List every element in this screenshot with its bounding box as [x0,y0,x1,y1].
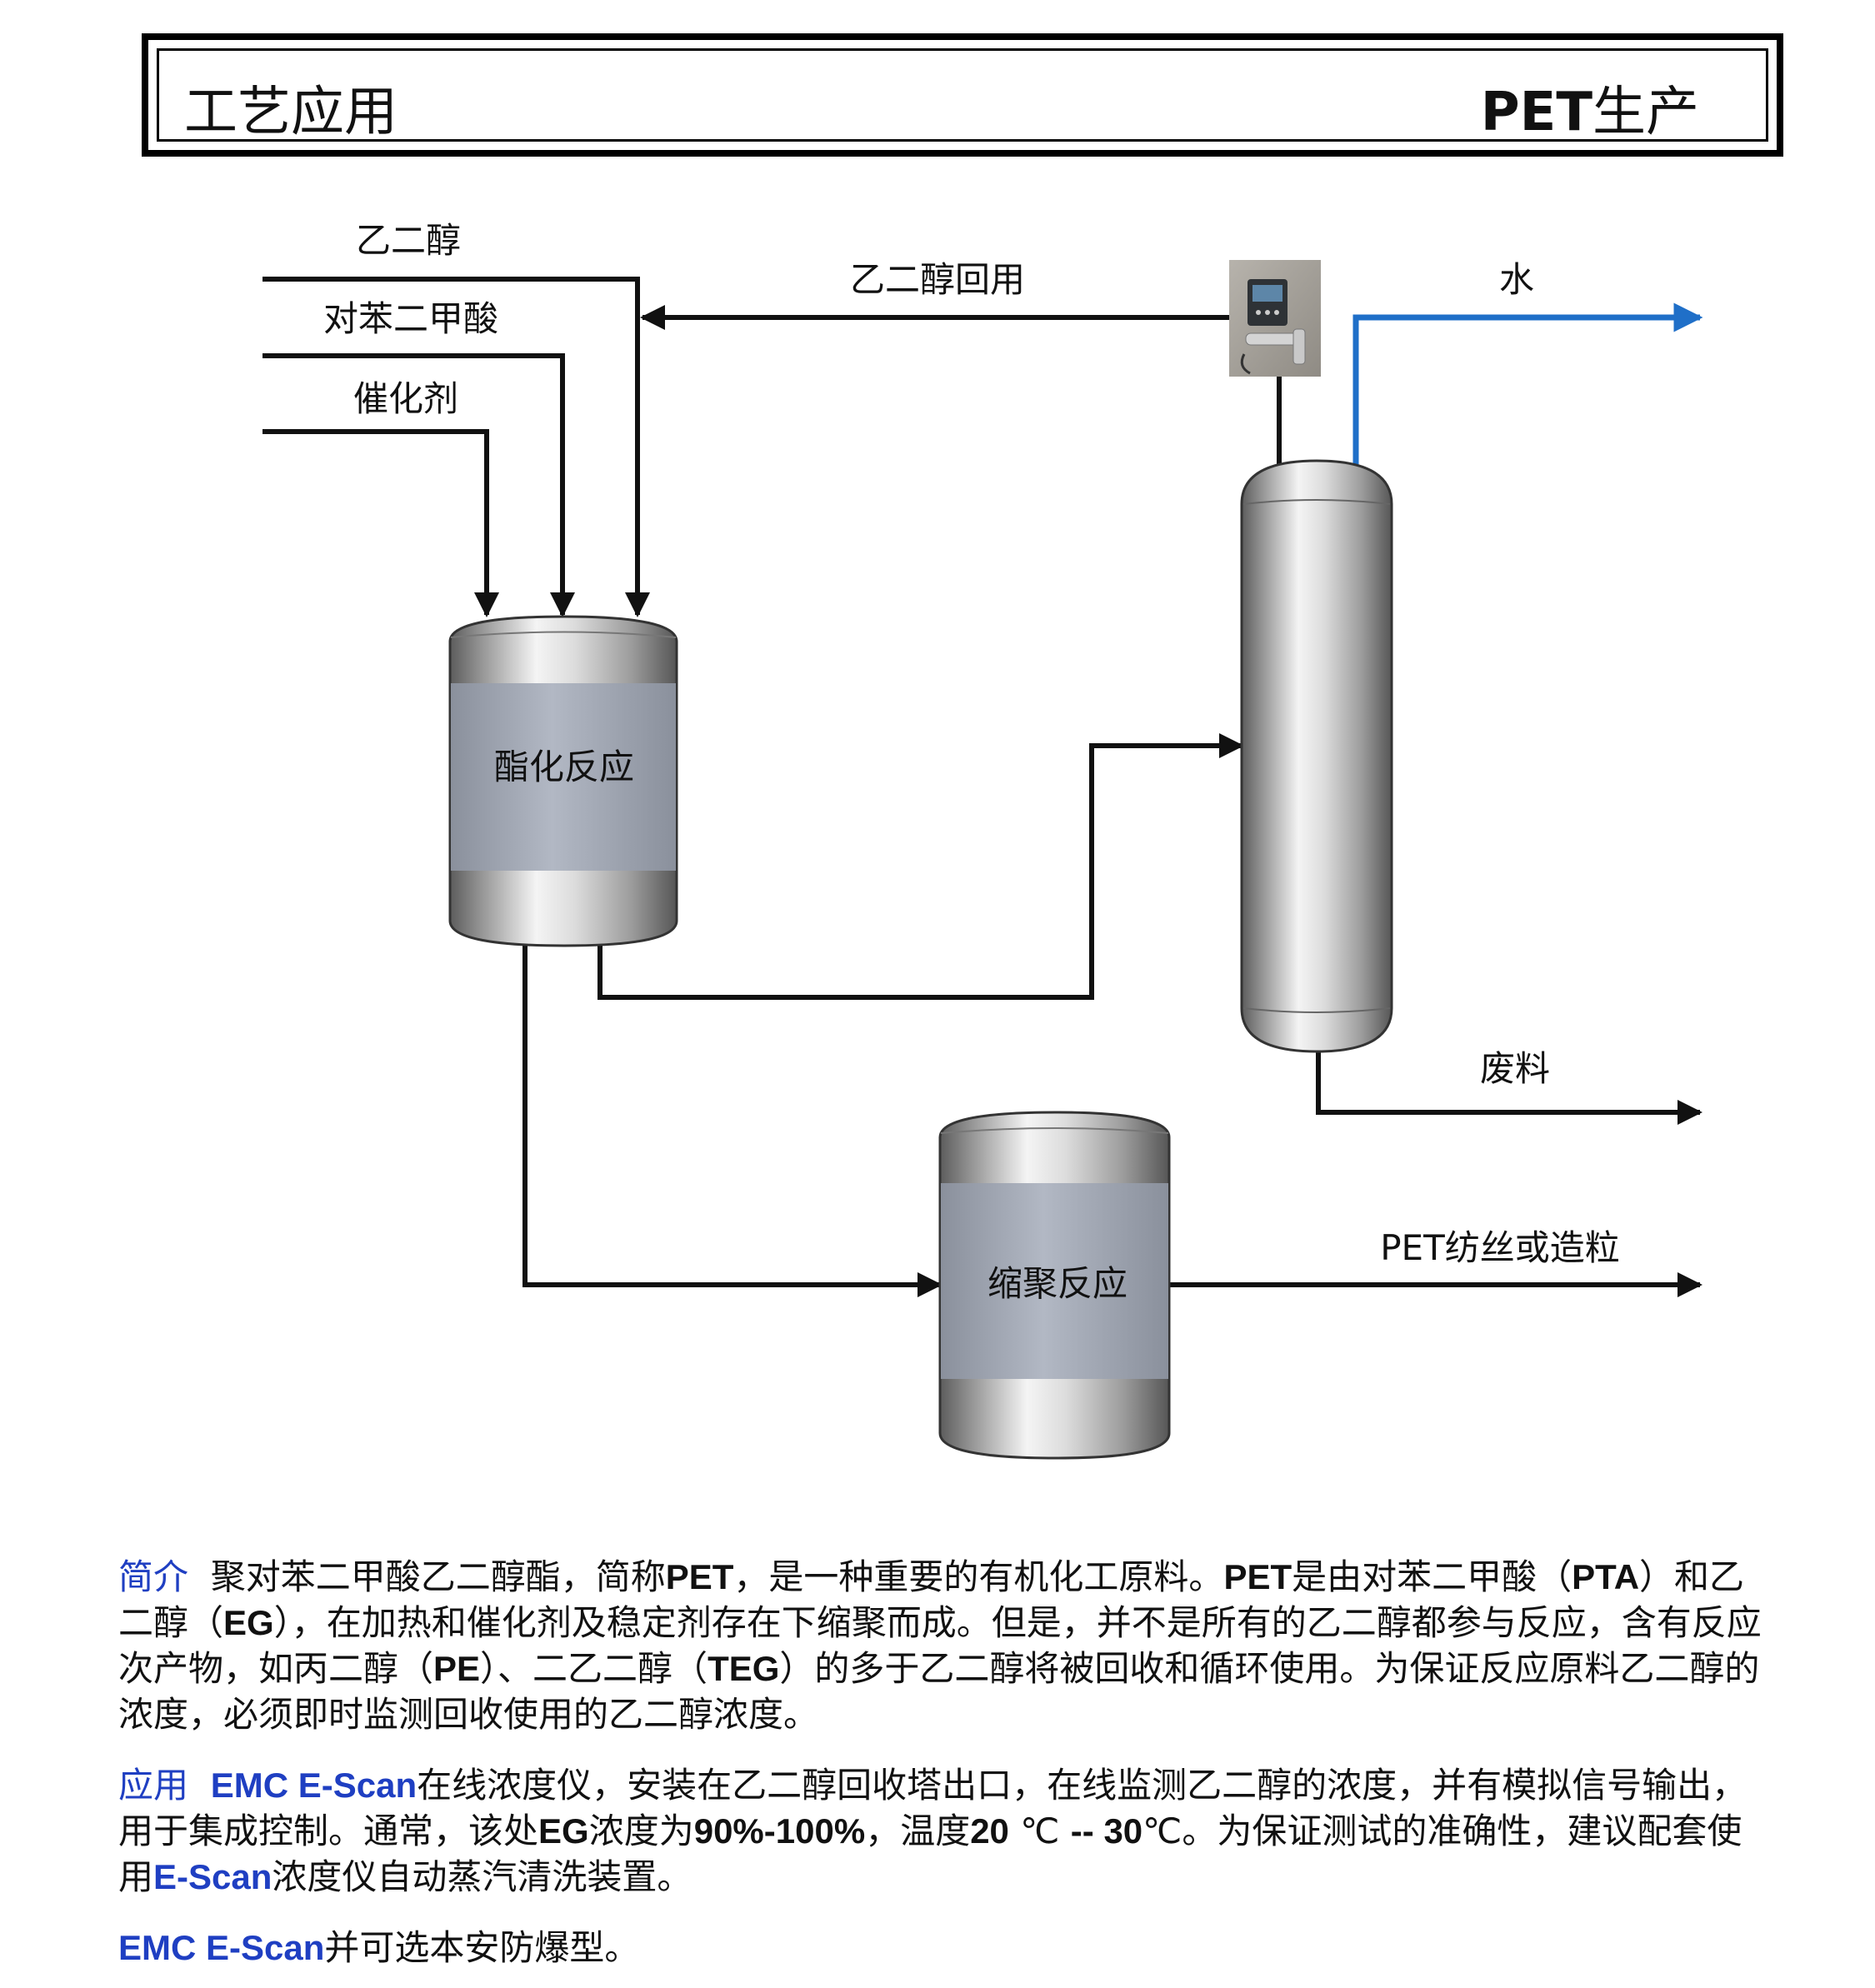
waste-label: 废料 [1480,1048,1550,1089]
ester-to-poly-line [522,944,942,1297]
note-paragraph: EMC E-Scan并可选本安防爆型。 [118,1925,1764,1971]
header-frame: 工艺应用 PET生产 [142,33,1783,157]
intro-text-4: ）和乙二醇（ [118,1556,1745,1643]
intro-bold-2: PET [1223,1557,1292,1596]
analyzer-device [1229,260,1321,377]
header-product-rest: 生产 [1592,82,1699,143]
product-label: PET纺丝或造粒 [1380,1227,1620,1268]
intro-text-2: ，是一种重要的有机化工原料。 [733,1556,1224,1597]
intro-bold-3: PTA [1572,1557,1640,1596]
application-bold-2: 90%-100% [693,1811,866,1851]
polycondensation-vessel: 缩聚反应 [938,1111,1171,1460]
feed-label-pta: 对苯二甲酸 [323,298,498,339]
application-bold-3: 20 [970,1811,1009,1851]
application-brand: EMC E-Scan [210,1766,418,1805]
application-text-4: ℃ [1008,1811,1071,1851]
water-line [1352,302,1703,467]
intro-text-3: 是由对苯二甲酸（ [1292,1556,1572,1597]
recycle-label: 乙二醇回用 [850,259,1025,300]
feed-line-pta [262,353,575,617]
feed-line-eg [262,277,650,617]
intro-bold-4: EG [223,1603,274,1642]
water-label: 水 [1499,259,1534,300]
feed-line-catalyst [262,429,499,617]
esterification-label: 酯化反应 [494,747,634,787]
header-inner-frame: 工艺应用 PET生产 [157,48,1768,143]
note-text: 并可选本安防爆型。 [324,1927,640,1968]
ester-to-column-line [598,733,1244,1000]
process-diagram: 酯化反应 缩聚反应 乙二醇 对苯二甲酸 催化剂 乙二醇回用 水 废料 PET纺丝… [262,220,1703,1460]
esterification-vessel: 酯化反应 [448,615,678,947]
application-bold-4: -- 30 [1070,1811,1143,1851]
application-bold-5: E-Scan [153,1857,272,1896]
application-label: 应用 [118,1765,189,1806]
intro-text-6: ）、二乙二醇（ [480,1648,708,1689]
intro-bold-1: PET [665,1557,734,1596]
application-text-5: ℃。为保证测试的准确性，建议配套使用 [118,1811,1742,1897]
feed-label-catalyst: 催化剂 [353,378,458,419]
application-paragraph: 应用 EMC E-Scan在线浓度仪，安装在乙二醇回收塔出口，在线监测乙二醇的浓… [118,1762,1764,1900]
recovery-column [1240,459,1393,1053]
intro-text-7: ）的多于乙二醇将被回收和循环使用。为保证反应原料乙二醇的浓度，必须即时监测回收使… [118,1648,1760,1735]
intro-text-1: 聚对苯二甲酸乙二醇酯，简称 [210,1556,666,1597]
waste-line [1316,1046,1702,1125]
header-product-bold: PET [1480,82,1592,143]
feed-label-eg: 乙二醇 [356,220,461,261]
application-text-3: ，温度 [865,1811,971,1851]
application-text-6: 浓度仪自动蒸汽清洗装置。 [272,1856,692,1897]
intro-bold-6: TEG [708,1649,780,1688]
application-text-2: 浓度为 [588,1811,694,1851]
polycondensation-label: 缩聚反应 [988,1263,1128,1304]
header-title: 工艺应用 [184,82,398,143]
intro-paragraph: 简介 聚对苯二甲酸乙二醇酯，简称PET，是一种重要的有机化工原料。PET是由对苯… [118,1554,1764,1737]
application-bold-1: EG [538,1811,589,1851]
header-product: PET生产 [1481,69,1699,146]
note-brand: EMC E-Scan [118,1928,325,1967]
intro-label: 简介 [118,1556,189,1597]
application-text-1: 在线浓度仪，安装在乙二醇回收塔出口，在线监测乙二醇的浓度，并有模拟信号输出，用于… [118,1765,1748,1851]
intro-bold-5: PE [433,1649,481,1688]
intro-text-5: ），在加热和催化剂及稳定剂存在下缩聚而成。但是，并不是所有的乙二醇都参与反应，含… [118,1602,1762,1689]
